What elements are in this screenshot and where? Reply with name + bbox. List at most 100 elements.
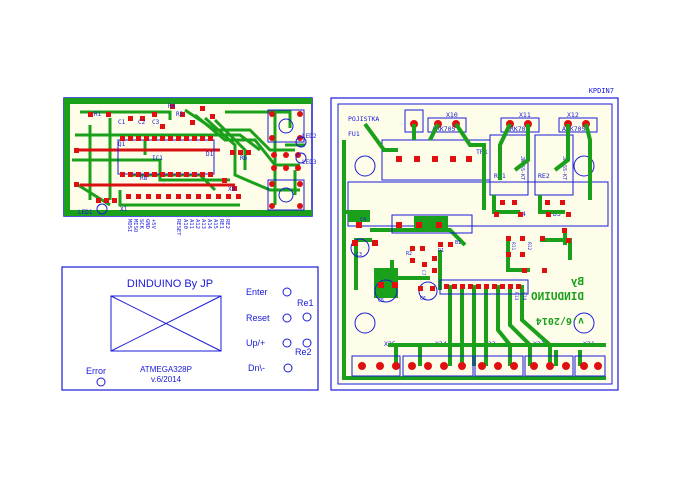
copper-bottom-edge: [64, 210, 312, 216]
pin-label-re2: RE2: [224, 219, 230, 229]
ref-c3: C3: [356, 252, 362, 258]
ref-led3: LED3: [302, 159, 317, 166]
panel-title: DINDUINO By JP: [127, 278, 213, 290]
up-label: Up/+: [246, 338, 265, 348]
transformer-ref: TR1: [476, 148, 488, 156]
pin-label-a14: A14: [206, 219, 212, 230]
up-button-hole: [282, 338, 292, 348]
ref-c1: C1: [118, 119, 126, 126]
pin-label-a15: A15: [212, 219, 218, 229]
mount-hole-top-left: [354, 155, 376, 177]
display-cross-b: [110, 295, 222, 352]
ref-r12: R12: [526, 242, 532, 251]
x1-header-pads: [444, 284, 521, 289]
left-tactile-switches: [267, 109, 305, 211]
enter-label: Enter: [246, 287, 268, 297]
mirrored-logo: DINDUINO v.6/2014 By: [531, 275, 584, 326]
ref-r13: R13: [513, 292, 519, 301]
display-window: [110, 295, 222, 352]
ref-c3: C3: [152, 119, 160, 126]
relay1-part: JW-SS-KT: [519, 156, 525, 180]
terminal-part-x11: ARK703: [506, 125, 530, 133]
ref-c5: C5: [378, 298, 384, 304]
pin-label-reset: RESET: [175, 219, 181, 236]
ref-led1: LED1: [78, 209, 93, 216]
error-label: Error: [86, 366, 106, 376]
header-pin-labels: RESET SCK MISO MOSI GND +5V A10 A11 A12 …: [126, 219, 230, 236]
switch-bottom-outline: [267, 179, 305, 211]
left-pcb-board: R1 R4 R5 C1 C2 C3 Q1 IC1 R8 D1 R6 X8 X1 …: [63, 97, 317, 217]
ic1-pads: [120, 136, 213, 177]
ref-c6: C6: [420, 296, 426, 302]
ref-r8: R8: [140, 175, 148, 182]
pin-label-a13: A13: [200, 219, 206, 229]
right-vertical-refs: R11 R12 C7 R13 R14: [420, 242, 532, 301]
error-led-hole: [96, 377, 106, 387]
mount-hole-bottom-left: [354, 312, 376, 334]
re1-led-hole: [302, 312, 312, 322]
pin-label-a11: A11: [188, 219, 194, 229]
ref-x1: X1: [120, 206, 128, 213]
ref-c2: C2: [138, 119, 146, 126]
transformer-outline: [347, 181, 609, 227]
re2-label: Re2: [295, 347, 312, 357]
re2-led-hole: [302, 338, 312, 348]
copper-left-edge: [64, 98, 70, 216]
terminal-x12: X12: [567, 111, 579, 119]
enter-button-hole: [282, 287, 292, 297]
pin-label-mosi: MOSI: [126, 219, 132, 232]
c3-outline: [350, 238, 370, 258]
ref-b1: B1: [455, 240, 461, 246]
ref-q1: Q1: [118, 141, 126, 148]
c5-outline: [374, 279, 398, 303]
down-button-hole: [283, 363, 293, 373]
relay2-part: JW-SS-KT: [561, 156, 567, 180]
left-component-pads: [74, 104, 251, 203]
pin-label-5v: +5V: [150, 219, 156, 230]
ref-ic1: IC1: [152, 155, 163, 162]
board-name: KPDIN7: [589, 87, 614, 95]
pin-label-miso: MISO: [132, 219, 138, 232]
fuse-ref: FU1: [348, 130, 360, 138]
mirrored-version-text: v.6/2014: [536, 315, 584, 326]
ref-r11: R11: [510, 242, 516, 251]
left-traces: [72, 108, 305, 207]
ref-r6: R6: [240, 155, 248, 162]
re1-label: Re1: [297, 298, 314, 308]
terminal-x10: X10: [446, 111, 458, 119]
copper-top-edge: [64, 98, 312, 104]
pin-label-a12: A12: [194, 219, 200, 229]
switch-bottom-cap: [278, 187, 294, 203]
ref-d1: D1: [206, 151, 214, 158]
switch-top-cap: [278, 118, 294, 134]
switch-top-outline: [267, 109, 305, 143]
ref-c4: C4: [360, 217, 366, 223]
pin-label-a10: A10: [182, 219, 188, 229]
ic1-outline: [117, 139, 215, 175]
led1-outline: [96, 203, 108, 215]
relay2-outline: [534, 134, 574, 196]
ref-r4: R4: [168, 103, 176, 110]
ref-d1: D1: [438, 248, 444, 254]
copper-pad-c4: [348, 212, 370, 222]
ref-c7: C7: [420, 270, 426, 276]
pin-label-sck: SCK: [138, 219, 144, 230]
fuse-label: POJISTKA: [348, 115, 379, 123]
x1-header-outline: [439, 279, 529, 295]
left-red-traces: [75, 148, 235, 187]
terminal-x11: X11: [519, 111, 531, 119]
bottom-terminal-blocks: [351, 355, 606, 377]
terminal-part-x12: ARK705: [562, 125, 586, 133]
ref-r5: R5: [176, 111, 184, 118]
ic4-outline: [391, 214, 473, 234]
version-label: v.6/2014: [151, 375, 182, 384]
ref-r1: R1: [94, 111, 102, 118]
mount-hole-bottom-right: [573, 312, 595, 334]
relay2-ref: RE2: [538, 172, 550, 180]
led3-outline: [295, 152, 307, 164]
ref-r14: R14: [521, 292, 527, 301]
ref-x8: X8: [228, 186, 236, 193]
ref-r2: R2: [406, 251, 412, 257]
reset-label: Reset: [246, 313, 270, 323]
